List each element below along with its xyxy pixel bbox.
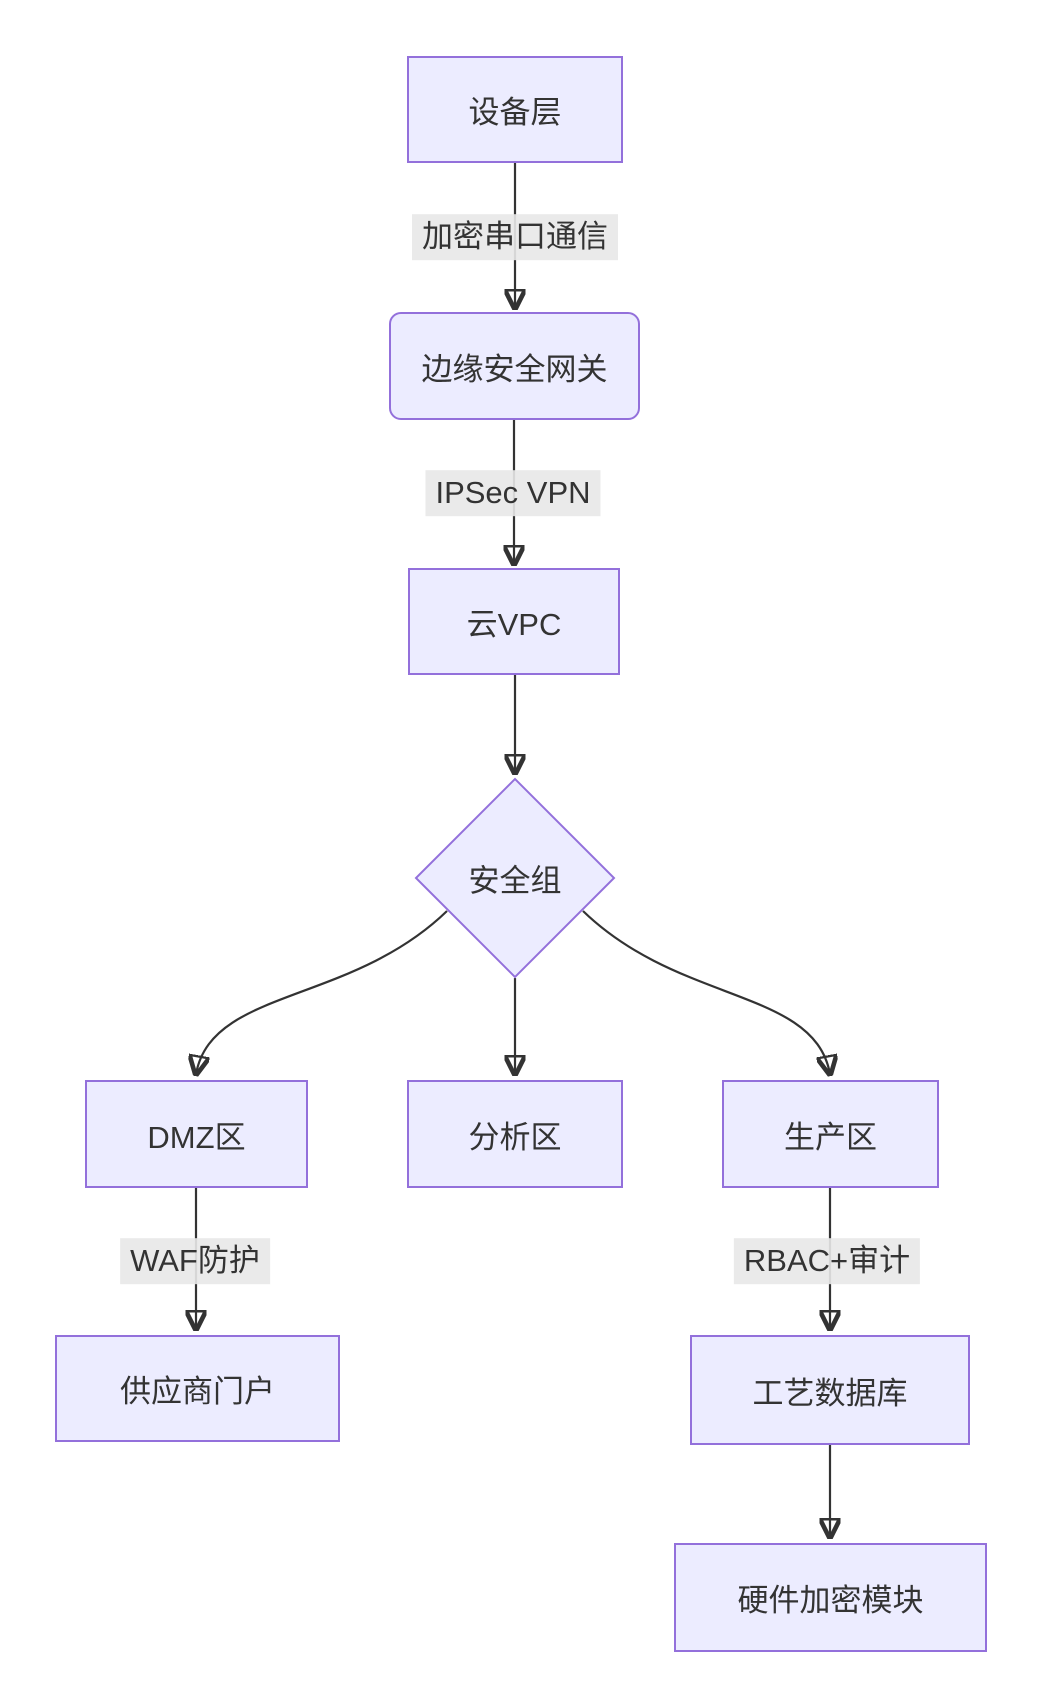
node-security-group-label: 安全组 [468, 863, 562, 898]
edge-security-group-to-production-zone [582, 910, 830, 1074]
edge-security-group-to-dmz-zone [196, 910, 448, 1074]
node-cloud-vpc: 云VPC [408, 568, 620, 675]
node-analysis-zone: 分析区 [407, 1080, 623, 1188]
node-edge-security-gateway: 边缘安全网关 [389, 312, 640, 420]
node-production-zone: 生产区 [722, 1080, 939, 1188]
edge-label-ipsec-vpn: IPSec VPN [425, 470, 601, 516]
node-hardware-encryption-module: 硬件加密模块 [674, 1543, 987, 1652]
edge-label-waf-protection: WAF防护 [120, 1238, 270, 1284]
node-dmz-zone: DMZ区 [85, 1080, 308, 1188]
node-device-layer: 设备层 [407, 56, 623, 163]
node-security-group: 安全组 [413, 777, 617, 978]
edge-label-encrypted-serial: 加密串口通信 [412, 214, 618, 260]
node-process-database: 工艺数据库 [690, 1335, 970, 1445]
node-supplier-portal: 供应商门户 [55, 1335, 340, 1442]
edge-label-rbac-audit: RBAC+审计 [733, 1238, 921, 1284]
